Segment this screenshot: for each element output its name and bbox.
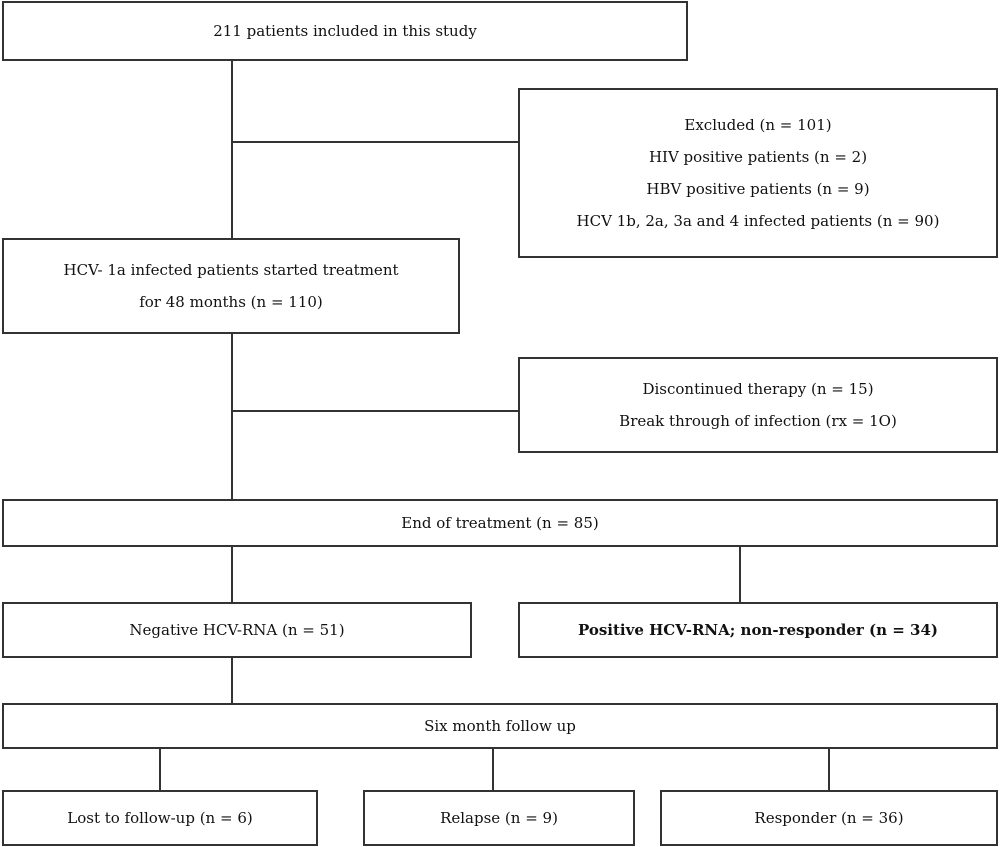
negative-rna-box: Negative HCV-RNA (n = 51) [2, 602, 472, 658]
end-of-treatment-text: End of treatment (n = 85) [401, 514, 599, 532]
end-of-treatment-box: End of treatment (n = 85) [2, 499, 998, 547]
breakthrough-infection: Break through of infection (rx = 1O) [619, 412, 897, 430]
discontinued-box: Discontinued therapy (n = 15) Break thro… [518, 357, 998, 453]
enrolled-box: 211 patients included in this study [2, 1, 688, 61]
positive-rna-text: Positive HCV-RNA; non-responder (n = 34) [577, 621, 939, 639]
excluded-other-genotypes: HCV 1b, 2a, 3a and 4 infected patients (… [576, 212, 940, 230]
started-treatment-line-2: for 48 months (n = 110) [139, 293, 323, 311]
responder-box: Responder (n = 36) [660, 790, 998, 846]
excluded-total: Excluded (n = 101) [684, 116, 832, 134]
started-treatment-line-1: HCV- 1a infected patients started treatm… [63, 261, 399, 279]
started-treatment-box: HCV- 1a infected patients started treatm… [2, 238, 460, 334]
follow-up-box: Six month follow up [2, 703, 998, 749]
excluded-hbv: HBV positive patients (n = 9) [646, 180, 870, 198]
negative-rna-text: Negative HCV-RNA (n = 51) [129, 621, 345, 639]
lost-to-follow-up-text: Lost to follow-up (n = 6) [67, 809, 253, 827]
relapse-text: Relapse (n = 9) [440, 809, 558, 827]
discontinued-therapy: Discontinued therapy (n = 15) [642, 380, 874, 398]
excluded-hiv: HIV positive patients (n = 2) [648, 148, 868, 166]
enrolled-text: 211 patients included in this study [213, 22, 477, 40]
relapse-box: Relapse (n = 9) [363, 790, 635, 846]
excluded-box: Excluded (n = 101) HIV positive patients… [518, 88, 998, 258]
positive-rna-box: Positive HCV-RNA; non-responder (n = 34) [518, 602, 998, 658]
responder-text: Responder (n = 36) [754, 809, 904, 827]
follow-up-text: Six month follow up [424, 717, 576, 735]
lost-to-follow-up-box: Lost to follow-up (n = 6) [2, 790, 318, 846]
